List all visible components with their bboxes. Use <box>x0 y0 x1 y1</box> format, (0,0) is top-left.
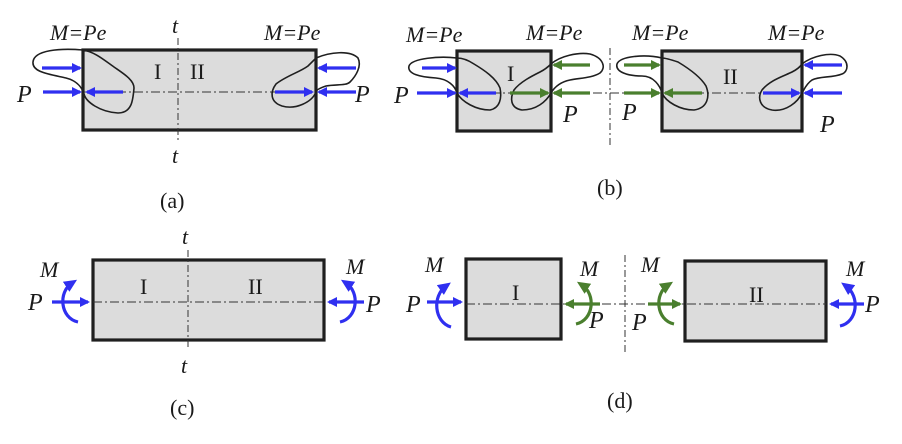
caption-b: (b) <box>597 175 623 200</box>
section-label-bottom: t <box>172 143 179 168</box>
internal-moment-arrow <box>575 281 593 326</box>
moment-label: M=Pe <box>631 20 689 45</box>
force-label-right: P <box>365 292 381 318</box>
beam-part-i <box>455 49 553 133</box>
force-label: P <box>562 102 578 128</box>
part-label-ii: II <box>190 59 205 84</box>
part-label-ii: II <box>248 274 263 299</box>
moment-couple-ii-right <box>758 53 848 112</box>
moment-label: M <box>640 252 661 277</box>
part-label-ii: II <box>749 282 764 307</box>
force-label: P <box>631 310 647 336</box>
panel-c: M M P P t t I II (c) <box>27 224 381 420</box>
force-label-left: P <box>27 290 43 316</box>
beam-whole <box>91 258 326 342</box>
panel-d: M M M M P P P P I II (d) <box>405 252 880 413</box>
moment-label: M=Pe <box>405 22 463 47</box>
beam-part-i <box>464 257 563 341</box>
part-label-i: I <box>512 280 519 305</box>
force-label: P <box>864 292 880 318</box>
caption-c: (c) <box>170 395 194 420</box>
force-label: P <box>819 112 835 138</box>
moment-label: M=Pe <box>525 20 583 45</box>
moment-label: M <box>579 256 600 281</box>
part-label-ii: II <box>723 64 738 89</box>
section-label-top: t <box>172 13 179 38</box>
moment-label-right: M=Pe <box>263 20 321 45</box>
force-label-left: P <box>16 82 32 108</box>
section-label-bottom: t <box>181 353 188 378</box>
moment-arrow-left <box>435 282 452 329</box>
caption-d: (d) <box>607 388 633 413</box>
moment-label-left: M=Pe <box>49 20 107 45</box>
moment-label: M <box>424 252 445 277</box>
moment-couple-left <box>32 48 135 114</box>
moment-couple-ii-left <box>616 55 709 111</box>
caption-a: (a) <box>160 188 184 213</box>
moment-label-right: M <box>345 254 366 279</box>
panel-b: M=Pe M=Pe M=Pe M=Pe P P P P I II (b) <box>393 20 848 200</box>
force-label: P <box>588 308 604 334</box>
section-label-top: t <box>182 224 189 249</box>
force-label: P <box>621 100 637 126</box>
beam-part-ii <box>660 49 804 133</box>
moment-arrow-left <box>61 279 79 324</box>
internal-moment-arrow <box>657 281 675 326</box>
part-label-i: I <box>140 274 147 299</box>
force-label-right: P <box>354 82 370 108</box>
part-label-i: I <box>154 59 161 84</box>
moment-label: M=Pe <box>767 20 825 45</box>
moment-arrow-right <box>339 279 357 324</box>
moment-label: M <box>845 256 866 281</box>
moment-couple-i-left <box>408 56 502 111</box>
beam-part-ii <box>683 259 828 343</box>
moment-couple-i-right <box>510 52 604 111</box>
force-label: P <box>405 292 421 318</box>
moment-couple-right <box>271 51 361 108</box>
moment-label-left: M <box>39 257 60 282</box>
panel-a: M=Pe M=Pe P P t t I II (a) <box>16 13 370 213</box>
force-label: P <box>393 83 409 109</box>
part-label-i: I <box>507 61 514 86</box>
moment-arrow-right <box>839 282 857 328</box>
